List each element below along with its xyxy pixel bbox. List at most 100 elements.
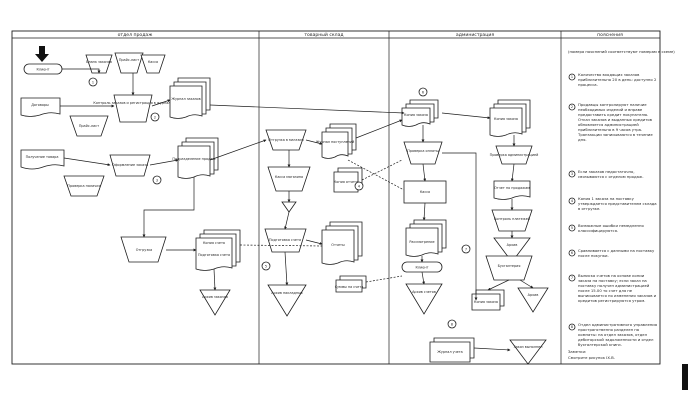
archive-5-label: Архив (528, 293, 539, 297)
lane-title-administration: администрация (456, 33, 494, 38)
send-to-shop-trapezoid: Отгрузка в магазин (265, 129, 307, 151)
stock-check-trapezoid: Проверка наличия (63, 175, 105, 197)
archive-triangle-2: Архив накладных (267, 284, 307, 317)
sales-report-document: Отчет по продажам (493, 180, 531, 200)
cash-label: Касса (148, 60, 158, 64)
cash-box-label: Касса (420, 190, 430, 194)
marker-6: 6 (418, 87, 428, 97)
goods-receipt-document: Получение товара (20, 149, 65, 170)
sales-unit-stack: Подразделение продаж (172, 137, 219, 179)
orders-journal-label: Журнал заказов (171, 97, 200, 101)
invoice-prep-label: Подготовка счета (198, 253, 230, 257)
payment-check-trapezoid: Проверка оплаты (403, 141, 443, 165)
order-copy-admin-stack: Копия заказа (401, 99, 439, 127)
note-8: 8 Отдел административного управления про… (568, 322, 658, 347)
send-to-shop-label: Отгрузка в магазин (268, 138, 303, 142)
sales-report-label: Отчет по продажам (494, 186, 530, 190)
notes-column: (номера пояснений соответствуют номерам … (568, 49, 675, 54)
agreements-document: Договоры (20, 97, 61, 117)
archive-1-label: Архив заказов (202, 295, 228, 299)
start-arrow (35, 46, 49, 62)
journal-acc-stack: Журнал учета (429, 337, 475, 363)
stock-check-label: Проверка наличия (67, 184, 100, 188)
notes-legend-title: Заметки: (568, 349, 586, 354)
flow-connectors (60, 68, 534, 352)
scan-edge-mark (682, 364, 688, 390)
note-4-text: Копия 1 заказа на поставку утверждается … (578, 196, 657, 211)
client-start-label: Клиент (36, 68, 49, 72)
shipment-trapezoid: Отгрузка (120, 236, 167, 263)
note-7: 7 Выписка счетов на основе копии заказа … (568, 273, 656, 303)
invoice-copy-label: Копия счета (203, 241, 225, 245)
price-list-lower-trapezoid: Прайс-лист (69, 115, 109, 137)
check-orders-label: Контроль заказов и регистрация в журнале (93, 101, 172, 105)
note-5-text: Возможные ошибки немедленно классифициру… (578, 223, 644, 233)
order-copy-right-label: Копия заказа (494, 117, 518, 121)
note-1: 1 Количество входящих заказов приблизите… (568, 72, 657, 87)
order-done-triangle: Заказ выполнен (509, 339, 547, 365)
admin-check-label: Проверка администрацией (490, 153, 539, 157)
reports-label: Отчеты (331, 243, 345, 247)
flow-down-triangle (281, 201, 297, 213)
svg-text:3: 3 (571, 172, 573, 176)
note-2-text: Продавцы контролируют наличие необходимы… (578, 102, 653, 142)
svg-text:2: 2 (154, 115, 156, 119)
client-end-terminator: Клиент (401, 261, 443, 273)
shop-cash-trapezoid: Касса магазина (267, 166, 311, 192)
review-label: Рассмотрение (409, 240, 434, 244)
order-copy-lower-label: Копия заказа (474, 300, 498, 304)
svg-text:1: 1 (571, 75, 573, 79)
accounting-label: Бухгалтерия (498, 264, 521, 268)
order-copy-admin-label: Копия заказа (404, 113, 428, 117)
agreements-label: Договоры (31, 103, 49, 107)
marker-5: 5 (261, 261, 271, 271)
admin-check-trapezoid: Проверка администрацией (490, 145, 539, 165)
report-copy-label: Копия отчета (334, 180, 358, 184)
notes-intro: (номера пояснений соответствуют номерам … (568, 49, 675, 54)
svg-text:8: 8 (451, 322, 453, 326)
diagram-frame (11, 30, 661, 365)
fill-order-process: Оформление заказа (109, 154, 151, 177)
notes-legend-text: Смотрите рисунок IX.B. (568, 355, 615, 360)
order-copies-stack: Журнал заказов (169, 77, 211, 119)
accounting-trapezoid: Бухгалтерия (485, 255, 533, 281)
payment-check-label: Проверка оплаты (407, 149, 439, 153)
cash-box-process: Касса (403, 180, 447, 204)
sum-check-label: Суммы на счета (335, 285, 364, 289)
invoice-copy-stack: Копия счета Подготовка счета (195, 229, 241, 271)
note-3-text: Если заказов недостаточно, связываются с… (578, 169, 644, 179)
note-6-text: Сравнивается с данными на поставку после… (578, 248, 655, 258)
marker-4: 4 (354, 181, 364, 191)
svg-text:5: 5 (265, 264, 267, 268)
marker-7: 7 (461, 244, 471, 254)
journal-acc-label: Журнал учета (437, 350, 463, 354)
archive-triangle-4: Архив счетов (405, 283, 443, 315)
archive-triangle-1: Архив заказов (199, 289, 231, 316)
cash-trapezoid: Касса (140, 54, 166, 74)
payment-control-trapezoid: Контроль платежей (491, 209, 533, 232)
note-5: 5 Возможные ошибки немедленно классифици… (568, 223, 644, 233)
marker-8: 8 (447, 319, 457, 329)
note-6: 6 Сравнивается с данными на поставку пос… (568, 248, 655, 258)
review-stack: Рассмотрение (405, 219, 447, 257)
svg-text:4: 4 (358, 184, 360, 188)
archive-triangle-5: Архив (517, 287, 549, 313)
svg-text:6: 6 (571, 251, 573, 255)
order-done-label: Заказ выполнен (514, 345, 543, 349)
svg-text:7: 7 (571, 276, 573, 280)
svg-text:8: 8 (571, 325, 573, 329)
note-1-text: Количество входящих заказов приблизитель… (578, 72, 657, 87)
price-list-lower-label: Прайс-лист (79, 124, 99, 128)
archive-2-label: Архив накладных (271, 291, 303, 295)
check-orders-process: Контроль заказов и регистрация в журнале (93, 94, 173, 123)
order-copy-right-stack: Копия заказа (489, 99, 531, 137)
svg-text:2: 2 (571, 105, 573, 109)
new-goods-label: Журнал поступлений (316, 140, 355, 144)
shipment-label: Отгрузка (136, 248, 153, 252)
note-8-text: Отдел административного управления прост… (578, 322, 658, 347)
invoice-prep-trapezoid: Подготовка счета (264, 228, 307, 253)
order-blank-trapezoid: Бланк заказов (85, 54, 113, 74)
svg-text:6: 6 (422, 90, 424, 94)
lane-title-notes: пояснения (597, 33, 623, 38)
